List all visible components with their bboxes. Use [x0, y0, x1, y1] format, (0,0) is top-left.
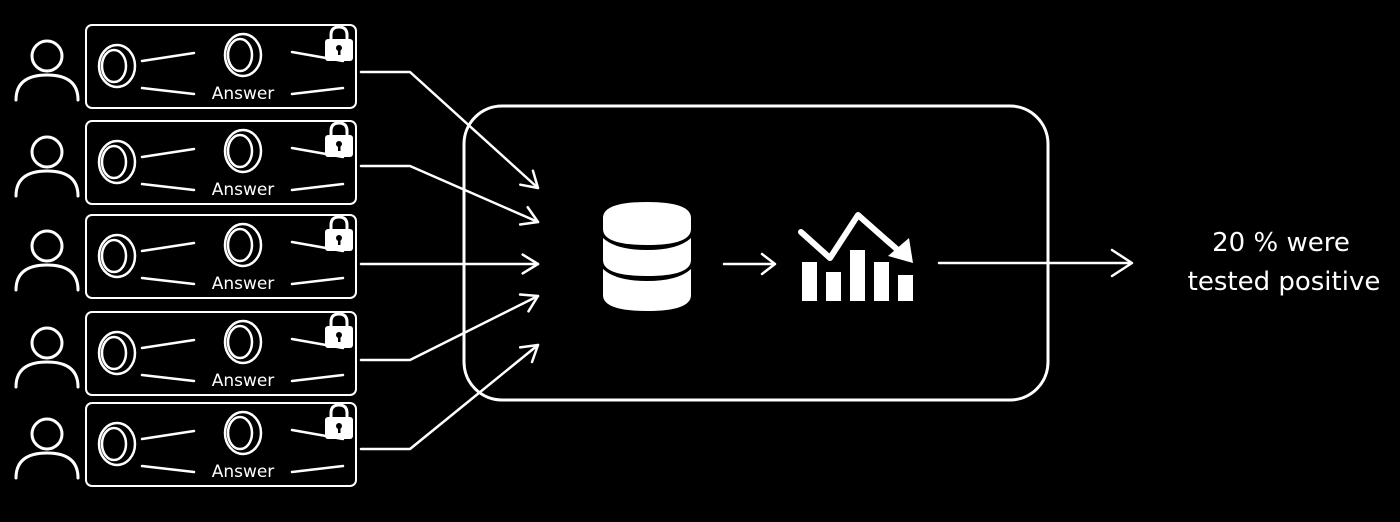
answer-label: Answer — [212, 180, 275, 200]
lock-icon — [325, 312, 353, 348]
answer-card — [85, 214, 357, 299]
answer-label: Answer — [212, 274, 275, 294]
coin-icon — [223, 319, 263, 365]
incoming-arrow — [359, 293, 540, 362]
answer-label: Answer — [212, 462, 275, 482]
coin-icon — [97, 233, 137, 279]
incoming-arrow — [359, 253, 540, 275]
answer-label: Answer — [212, 84, 275, 104]
incoming-arrows — [359, 70, 540, 451]
incoming-arrow — [359, 164, 540, 226]
coin-icon — [97, 421, 137, 467]
person-icon — [14, 229, 80, 292]
arrow-database-to-chart — [722, 252, 777, 276]
participant-row: Answer — [14, 311, 357, 396]
lock-icon — [325, 215, 353, 251]
coin-icon — [97, 139, 137, 185]
participant-row: Answer — [14, 24, 357, 109]
incoming-arrow — [359, 343, 540, 451]
result-line-2: tested positive — [1188, 267, 1381, 297]
database-icon — [603, 202, 691, 311]
coin-icon — [223, 222, 263, 268]
coin-icon — [97, 330, 137, 376]
coin-icon — [97, 43, 137, 89]
lock-icon — [325, 121, 353, 157]
coin-icon — [223, 128, 263, 174]
answer-card — [85, 402, 357, 487]
answer-card — [85, 24, 357, 109]
bar-chart-trend-down-icon — [798, 212, 913, 301]
answer-connector-lines — [140, 50, 345, 96]
answer-label: Answer — [212, 371, 275, 391]
person-icon — [14, 326, 80, 389]
participant-row: Answer — [14, 402, 357, 487]
output-arrow — [937, 248, 1134, 278]
answer-card — [85, 311, 357, 396]
incoming-arrow — [359, 70, 540, 190]
processing-box — [462, 104, 1050, 402]
person-icon — [14, 417, 80, 480]
person-icon — [14, 39, 80, 102]
person-icon — [14, 135, 80, 198]
lock-icon — [325, 403, 353, 439]
lock-icon — [325, 25, 353, 61]
coin-icon — [223, 410, 263, 456]
participant-row: Answer — [14, 120, 357, 205]
answer-card — [85, 120, 357, 205]
result-line-1: 20 % were — [1212, 228, 1350, 258]
coin-icon — [223, 32, 263, 78]
participant-row: Answer — [14, 214, 357, 299]
